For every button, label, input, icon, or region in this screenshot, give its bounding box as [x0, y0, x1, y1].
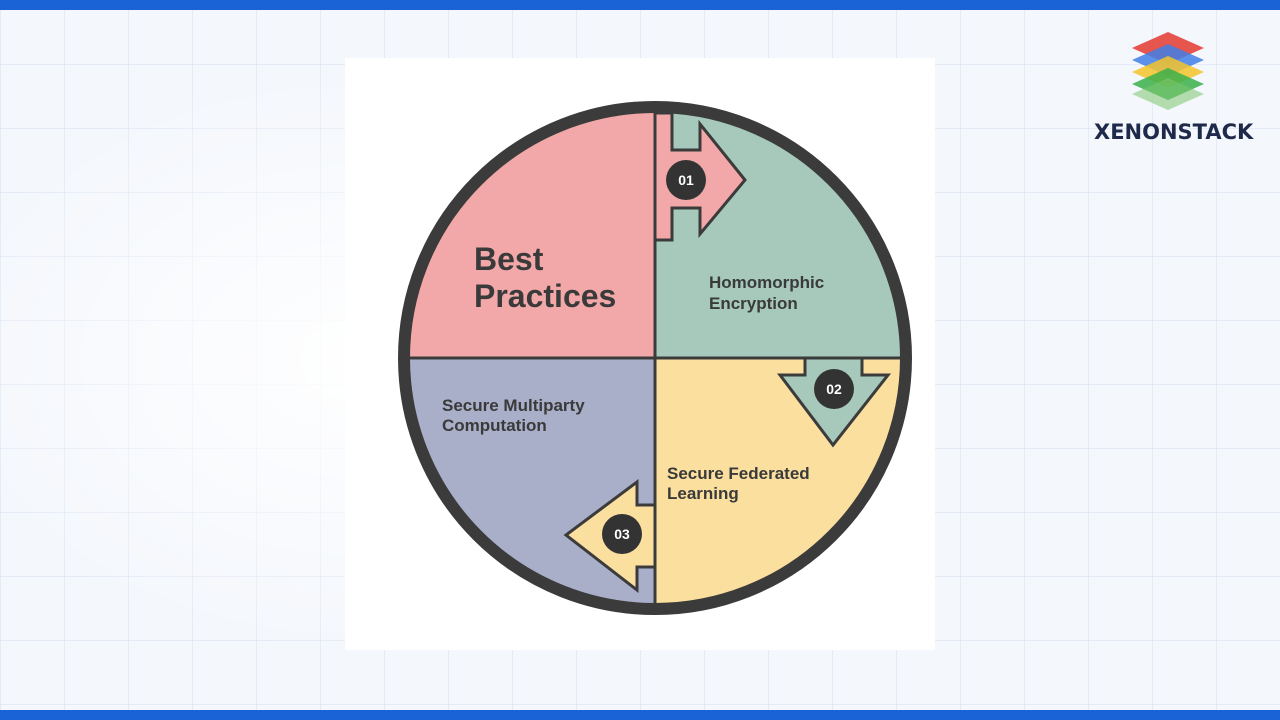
step-03-label: 03 [614, 526, 630, 542]
title-practices: Practices [474, 278, 616, 314]
multiparty-label-line1: Secure Multiparty [442, 396, 585, 415]
step-01-label: 01 [678, 172, 694, 188]
layered-stack-logo-icon [1132, 32, 1204, 110]
step-01-badge [666, 160, 706, 200]
homomorphic-label-line2: Encryption [709, 294, 798, 313]
step-02-label: 02 [826, 381, 842, 397]
federated-label-line2: Learning [667, 484, 739, 503]
brand-wordmark: XENONSTACK [1094, 120, 1254, 144]
diagram-outer-ring [398, 101, 912, 615]
step-03-badge [602, 514, 642, 554]
top-accent-bar [0, 0, 1280, 10]
multiparty-label-line2: Computation [442, 416, 547, 435]
federated-label-line1: Secure Federated [667, 464, 810, 483]
bottom-accent-bar [0, 710, 1280, 720]
title-best: Best [474, 241, 544, 277]
step-02-badge [814, 369, 854, 409]
homomorphic-label-line1: Homomorphic [709, 273, 824, 292]
